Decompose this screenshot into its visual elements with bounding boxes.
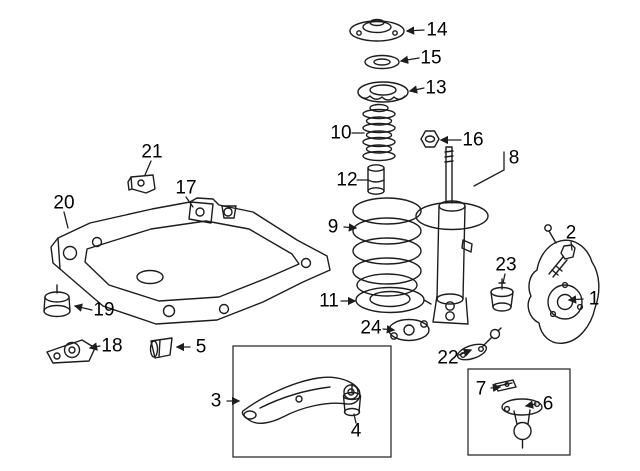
- steering-knuckle-part: [527, 224, 600, 344]
- inset-box-ball-joint: [467, 368, 571, 456]
- leader-line-20: [63, 211, 69, 229]
- leader-line-8: [473, 151, 505, 187]
- strut-mount-part: [349, 18, 405, 42]
- leader-line-17: [185, 196, 194, 208]
- spring-seat-mount-part: [388, 318, 430, 342]
- ball-joint-attachment-part: [456, 327, 502, 361]
- ball-joint-clip-part: [494, 379, 517, 392]
- lower-spring-insulator-part: [355, 286, 432, 314]
- lower-control-arm-part: [241, 376, 361, 424]
- leader-line-24: [382, 325, 396, 334]
- strut-bearing-part: [364, 54, 400, 70]
- frame-mount-cushion-part: [43, 284, 71, 318]
- leader-line-13: [408, 85, 425, 94]
- leader-line-2: [570, 241, 573, 251]
- leader-line-6: [524, 400, 537, 409]
- upper-spring-seat-part: [357, 81, 409, 103]
- strut-dust-boot-part: [362, 103, 396, 162]
- leader-line-23: [502, 273, 506, 284]
- leader-line-4: [353, 413, 357, 424]
- leader-line-7: [490, 383, 502, 392]
- stud-bushing-part: [490, 278, 514, 312]
- control-arm-bushing-part: [342, 383, 362, 417]
- leader-line-15: [399, 55, 420, 64]
- small-bracket-part: [149, 337, 173, 359]
- leader-line-9: [343, 223, 358, 232]
- mount-bracket-part: [127, 174, 156, 194]
- knuckle-bolt-part: [548, 244, 576, 278]
- leader-line-19: [73, 303, 93, 312]
- leader-line-22: [458, 348, 473, 357]
- coil-spring-part: [352, 197, 422, 297]
- leader-line-18: [88, 342, 101, 351]
- suspension-crossmember-part: [50, 197, 331, 325]
- leader-line-21: [144, 160, 152, 176]
- spring-bumper-part: [367, 164, 385, 195]
- leader-line-14: [405, 26, 425, 35]
- strut-rod-nut-part: [420, 130, 440, 148]
- stopper-bracket-part: [46, 339, 96, 364]
- lower-ball-joint-part: [501, 398, 543, 449]
- leader-line-1: [567, 295, 584, 304]
- strut-assembly-part: [415, 146, 489, 325]
